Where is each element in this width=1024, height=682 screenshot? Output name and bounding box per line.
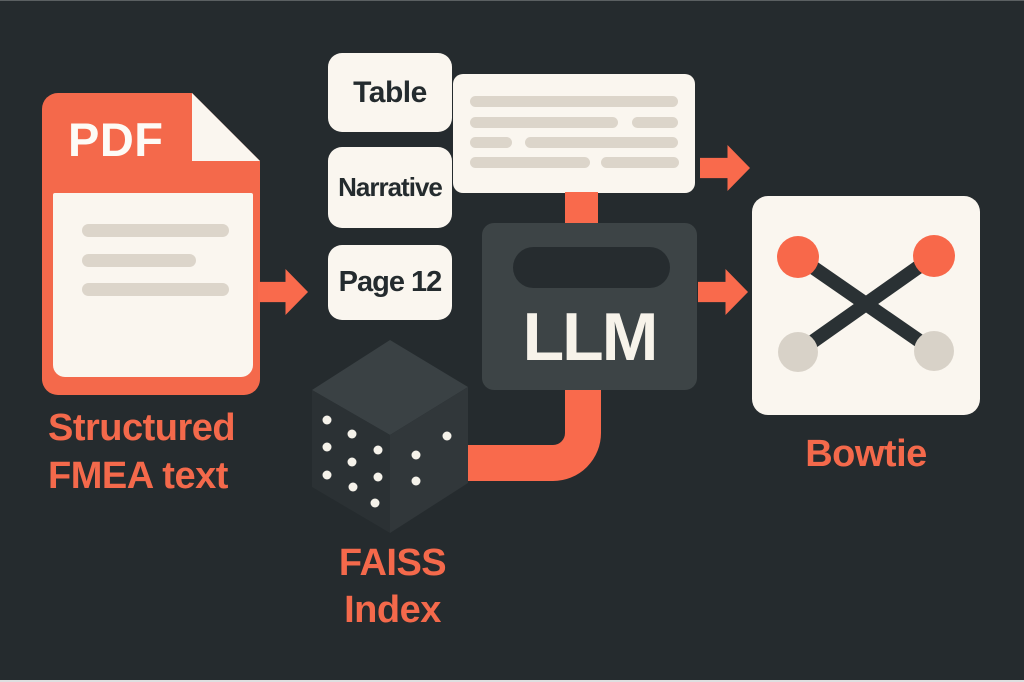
pdf-badge-label: PDF [68,113,164,166]
pdf-text-line [82,254,196,267]
bowtie-x-graph-icon [777,235,955,372]
chunk-chip-table: Table [328,53,452,132]
flow-arrow-llm-to-bowtie [698,269,748,315]
chunk-chip-table-label: Table [353,75,427,109]
flow-arrow-text-output [700,145,750,191]
image-top-edge [0,0,1024,1]
card-text-line [525,137,678,148]
connector-faiss-to-llm [455,387,601,481]
structured-fmea-text-caption: Structured FMEA text [48,404,308,500]
connector-card-to-llm [565,192,598,225]
card-text-line [601,157,679,168]
pdf-text-line [82,224,229,237]
pdf-text-line [82,283,229,296]
llm-label: LLM [522,299,659,375]
flow-arrow-pdf-to-chunks [258,269,308,315]
faiss-index-caption: FAISS Index [300,540,485,634]
faiss-index-cube-icon [312,340,468,533]
llm-slot-pill [513,247,670,288]
card-text-line [470,96,678,107]
chunk-chip-page: Page 12 [328,245,452,320]
caption-line: Index [344,589,441,631]
chunk-chip-page-label: Page 12 [338,266,443,298]
caption-line: Structured [48,407,236,449]
card-text-line [470,157,590,168]
caption-line: FMEA text [48,455,228,497]
image-bottom-edge [0,680,1024,682]
extracted-text-card [453,74,695,193]
bowtie-node [752,196,980,415]
card-text-line [470,137,512,148]
bowtie-caption: Bowtie [805,433,927,475]
card-text-line [632,117,678,128]
llm-node: LLM [482,223,697,390]
chunk-chip-narrative: Narrative [328,147,452,228]
chunk-chip-narrative-label: Narrative [338,172,443,202]
pdf-page-panel [53,193,253,377]
card-text-line [470,117,618,128]
caption-line: FAISS [338,542,447,584]
